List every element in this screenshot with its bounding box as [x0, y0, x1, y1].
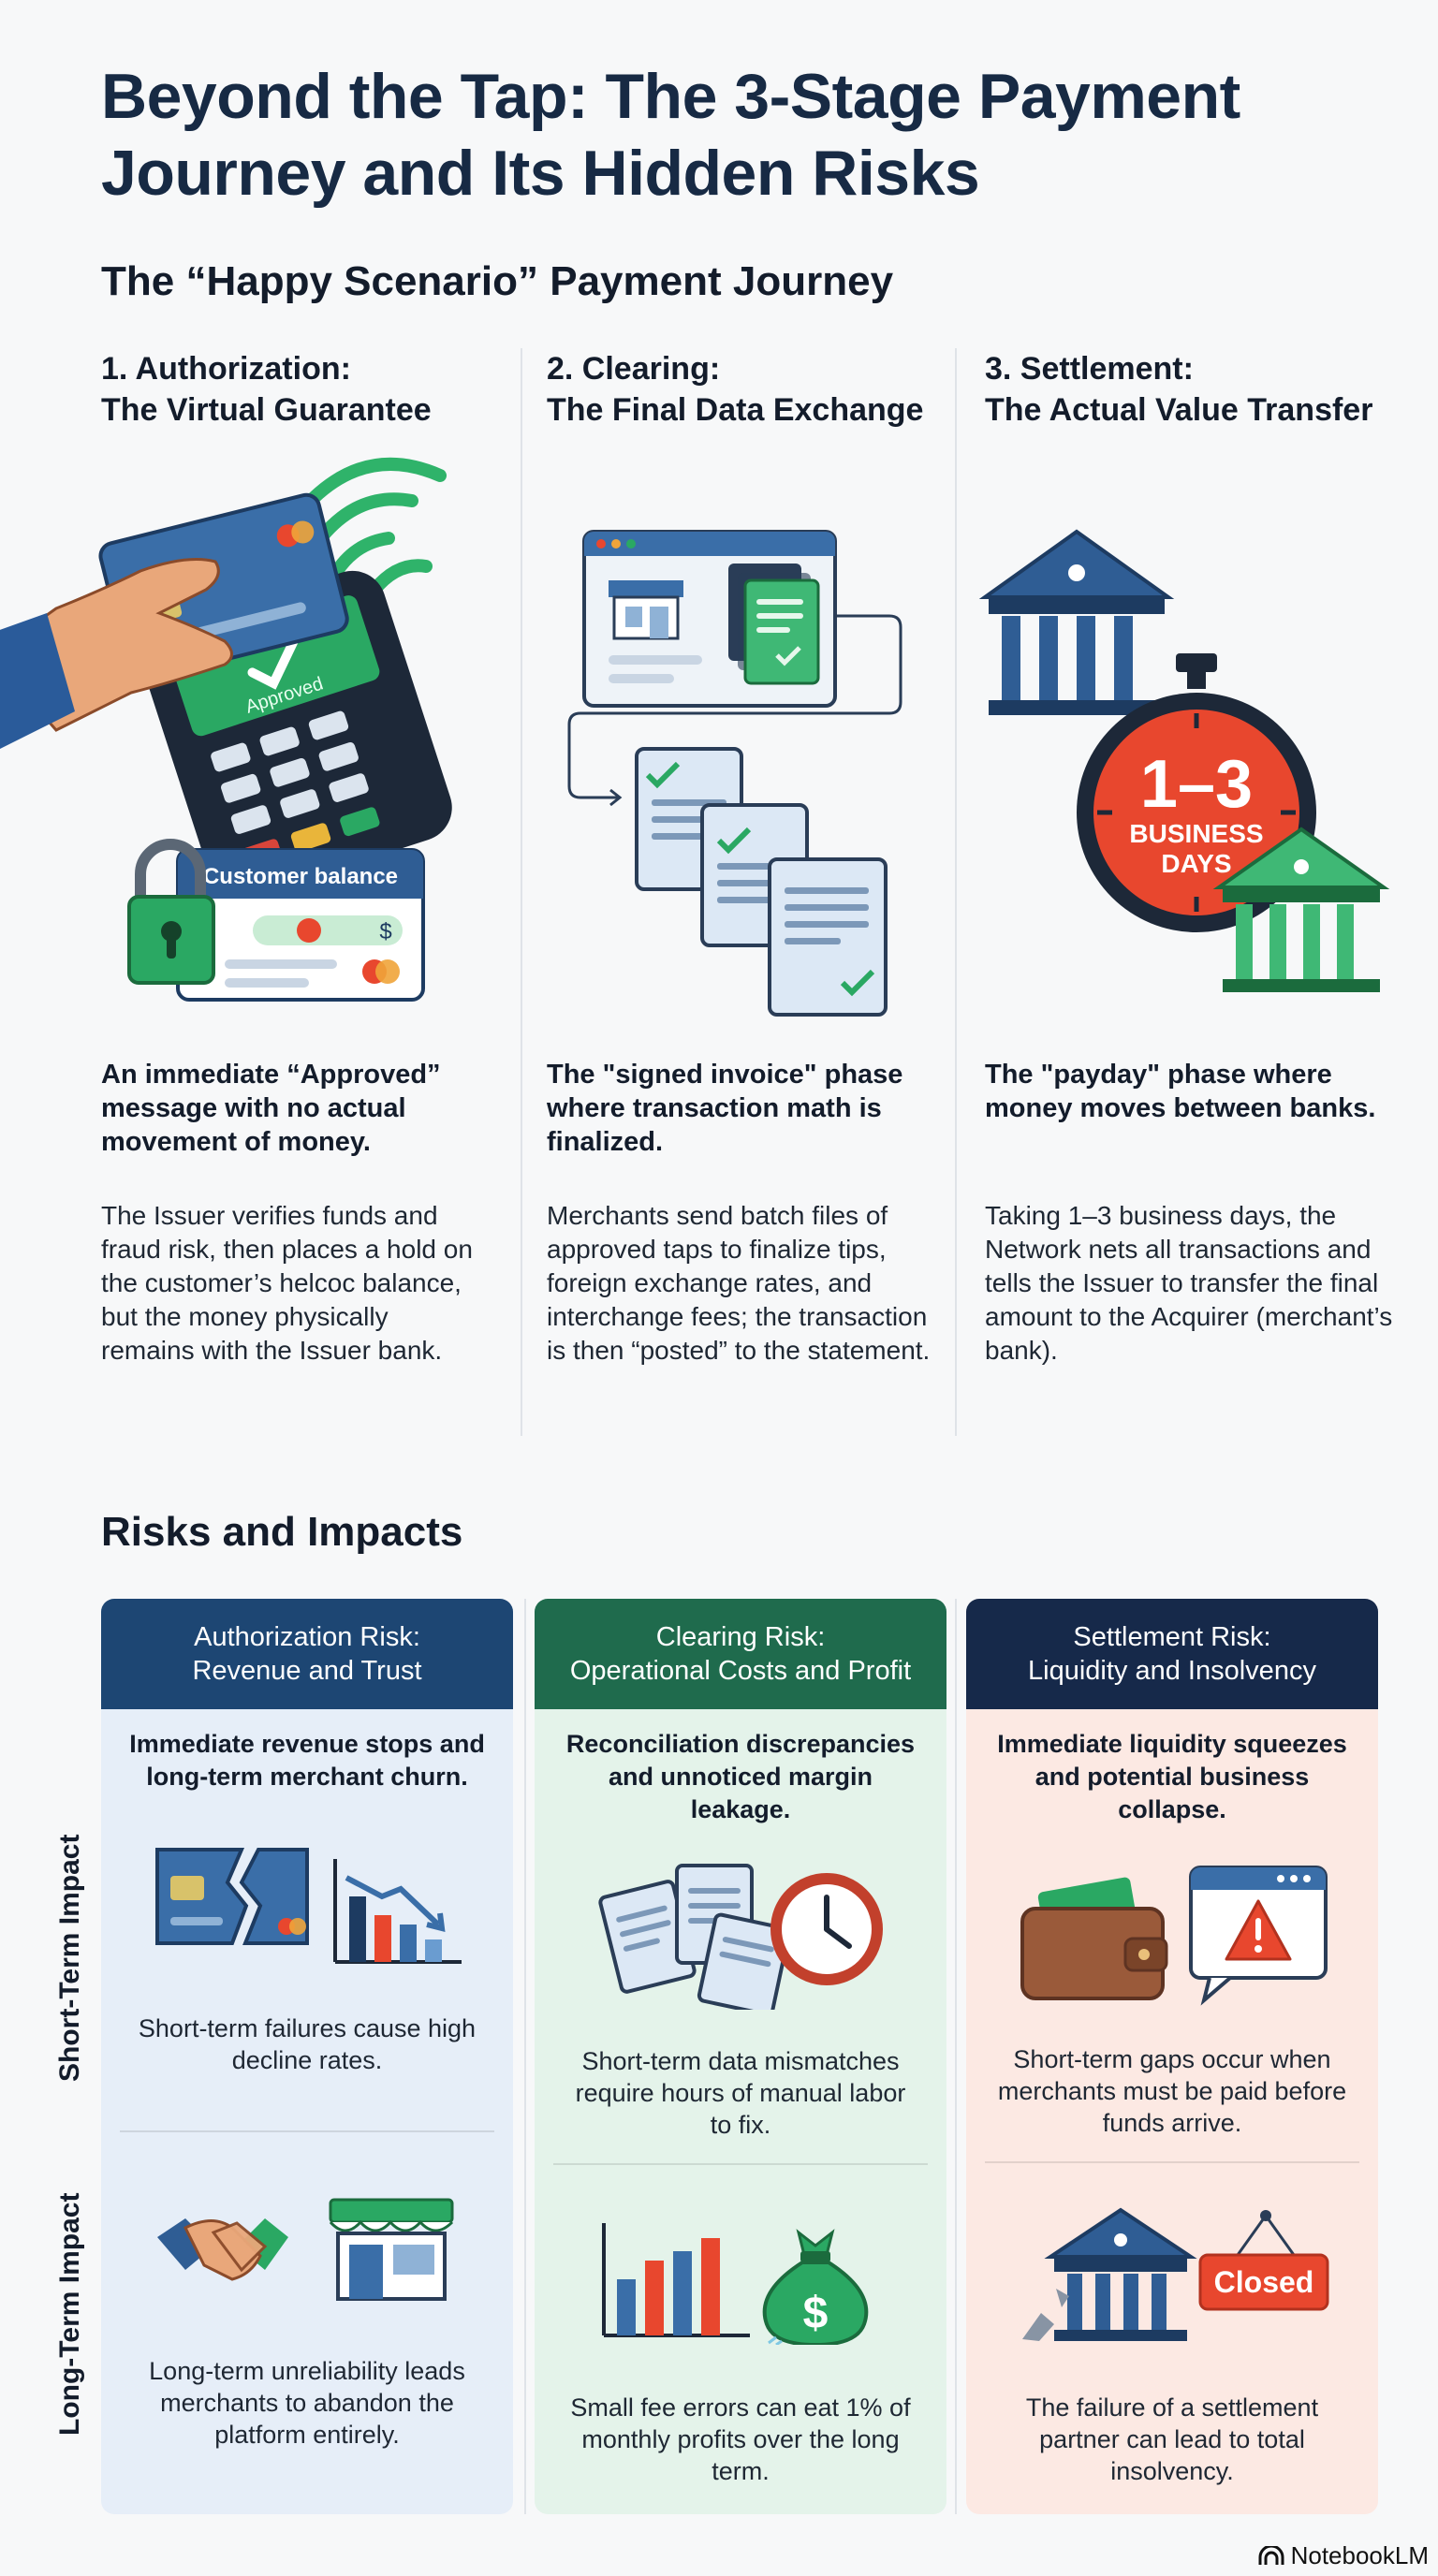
- short-term-impact-label: Short-Term Impact: [54, 1834, 85, 2082]
- settlement-short-term-text: Short-term gaps occur when merchants mus…: [997, 2045, 1347, 2137]
- stage-1-heading-line1: 1. Authorization:: [101, 351, 351, 387]
- authorization-risk-title: Authorization Risk:: [194, 1622, 420, 1652]
- hand-icon: [0, 558, 233, 749]
- risks-section-title: Risks and Impacts: [101, 1509, 463, 1555]
- authorization-short-term-text: Short-term failures cause high decline r…: [138, 2014, 477, 2074]
- padlock-icon: [127, 839, 215, 985]
- batch-documents-icon: [635, 747, 888, 1017]
- stage-2-body: Merchants send batch files of approved t…: [547, 1201, 931, 1365]
- authorization-long-term-text: Long-term unreliability leads merchants …: [149, 2357, 465, 2449]
- dollar-symbol: $: [803, 2289, 829, 2338]
- clearing-risk-lead: Reconciliation discrepancies and unnotic…: [565, 1730, 916, 1823]
- handshake-icon: [157, 2218, 288, 2281]
- stage-1-lead: An immediate “Approved” message with no …: [101, 1060, 441, 1157]
- settlement-banks-illustration: 1–3 BUSINESS DAYS: [978, 529, 1390, 992]
- settlement-risk-subtitle: Liquidity and Insolvency: [1028, 1656, 1316, 1686]
- stage-2-lead: The "signed invoice" phase where transac…: [547, 1060, 903, 1157]
- clearing-long-term-text: Small fee errors can eat 1% of monthly p…: [570, 2393, 911, 2485]
- clearing-short-term-text: Short-term data mismatches require hours…: [575, 2047, 906, 2139]
- bank-icon: [978, 529, 1175, 715]
- handshake-store-illustration: [157, 2198, 454, 2301]
- dollar-symbol: $: [379, 919, 391, 944]
- bar-chart-icon: [602, 2223, 750, 2337]
- column-divider: [955, 348, 957, 1436]
- merchant-window-icon: [582, 530, 837, 708]
- brand-footer: NotebookLM: [1257, 2541, 1429, 2570]
- stage-2-heading-line2: The Final Data Exchange: [547, 392, 924, 428]
- settlement-risk-lead: Immediate liquidity squeezes and potenti…: [997, 1730, 1347, 1823]
- business-days-line1: BUSINESS: [1129, 819, 1263, 848]
- wallet-alert-illustration: [1020, 1866, 1328, 2006]
- document-stack-icon: [728, 564, 820, 685]
- row-separator: [985, 2161, 1359, 2163]
- authorization-risk-card: Authorization Risk: Revenue and Trust Im…: [101, 1599, 513, 2514]
- settlement-risk-header: Settlement Risk: Liquidity and Insolvenc…: [966, 1599, 1378, 1709]
- wallet-icon: [1020, 1877, 1168, 2000]
- closed-sign-text: Closed: [1214, 2265, 1314, 2299]
- storefront-icon: [329, 2198, 454, 2301]
- stage-3-body: Taking 1–3 business days, the Network ne…: [985, 1201, 1393, 1365]
- stage-2-heading: 2. Clearing: The Final Data Exchange: [547, 348, 949, 431]
- stage-1-body: The Issuer verifies funds and fraud risk…: [101, 1201, 473, 1365]
- bank-closed-illustration: Closed: [1022, 2207, 1329, 2341]
- declining-bar-chart-icon: [333, 1859, 462, 1964]
- authorization-risk-lead: Immediate revenue stops and long-term me…: [129, 1730, 485, 1791]
- authorization-risk-subtitle: Revenue and Trust: [192, 1656, 422, 1686]
- journey-section-title: The “Happy Scenario” Payment Journey: [101, 258, 894, 304]
- card-divider: [955, 1599, 957, 2514]
- row-separator: [553, 2163, 928, 2165]
- crumbling-bank-icon: [1022, 2207, 1197, 2341]
- customer-balance-window: Customer balance $: [176, 848, 425, 1002]
- stage-1-heading: 1. Authorization: The Virtual Guarantee: [101, 348, 513, 431]
- settlement-risk-card: Settlement Risk: Liquidity and Insolvenc…: [966, 1599, 1378, 2514]
- row-separator: [120, 2130, 494, 2132]
- store-icon: [609, 580, 683, 640]
- tap-to-pay-illustration: Approved Customer balance $: [0, 457, 452, 1002]
- brand-name: NotebookLM: [1290, 2541, 1429, 2569]
- clearing-risk-header: Clearing Risk: Operational Costs and Pro…: [535, 1599, 946, 1709]
- settlement-long-term-text: The failure of a settlement partner can …: [1025, 2393, 1319, 2485]
- clearing-risk-title: Clearing Risk:: [655, 1622, 826, 1652]
- long-term-impact-label: Long-Term Impact: [54, 2192, 85, 2436]
- broken-card-chart-illustration: [155, 1848, 462, 1964]
- documents-clock-illustration: [598, 1864, 883, 2010]
- flow-arrow: [567, 614, 902, 799]
- stage-3-heading-line2: The Actual Value Transfer: [985, 392, 1373, 428]
- settlement-risk-title: Settlement Risk:: [1073, 1622, 1271, 1652]
- chart-moneybag-illustration: $: [602, 2223, 869, 2345]
- clearing-batch-files-illustration: [567, 530, 902, 1017]
- column-divider: [521, 348, 522, 1436]
- business-days-line2: DAYS: [1161, 849, 1231, 878]
- bank-icon: [1212, 827, 1390, 992]
- card-divider: [524, 1599, 526, 2514]
- clearing-risk-subtitle: Operational Costs and Profit: [569, 1656, 912, 1686]
- authorization-risk-header: Authorization Risk: Revenue and Trust: [101, 1599, 513, 1709]
- business-days-number: 1–3: [1140, 747, 1253, 822]
- notebooklm-logo-icon: [1258, 2545, 1284, 2565]
- money-bag-icon: $: [762, 2229, 869, 2345]
- closed-sign-icon: Closed: [1198, 2210, 1329, 2311]
- stage-3-lead: The "payday" phase where money moves bet…: [985, 1060, 1376, 1123]
- broken-card-icon: [155, 1848, 309, 1945]
- stage-2-heading-line1: 2. Clearing:: [547, 351, 721, 387]
- scattered-documents-icon: [598, 1864, 791, 2010]
- clearing-risk-card: Clearing Risk: Operational Costs and Pro…: [535, 1599, 946, 2514]
- page-title: Beyond the Tap: The 3-Stage Payment Jour…: [101, 61, 1240, 209]
- customer-balance-label: Customer balance: [203, 864, 398, 889]
- clock-icon: [770, 1873, 883, 1985]
- stage-3-heading-line1: 3. Settlement:: [985, 351, 1194, 387]
- alert-window-icon: [1189, 1866, 1328, 2006]
- stage-3-heading: 3. Settlement: The Actual Value Transfer: [985, 348, 1416, 431]
- stage-1-heading-line2: The Virtual Guarantee: [101, 392, 432, 428]
